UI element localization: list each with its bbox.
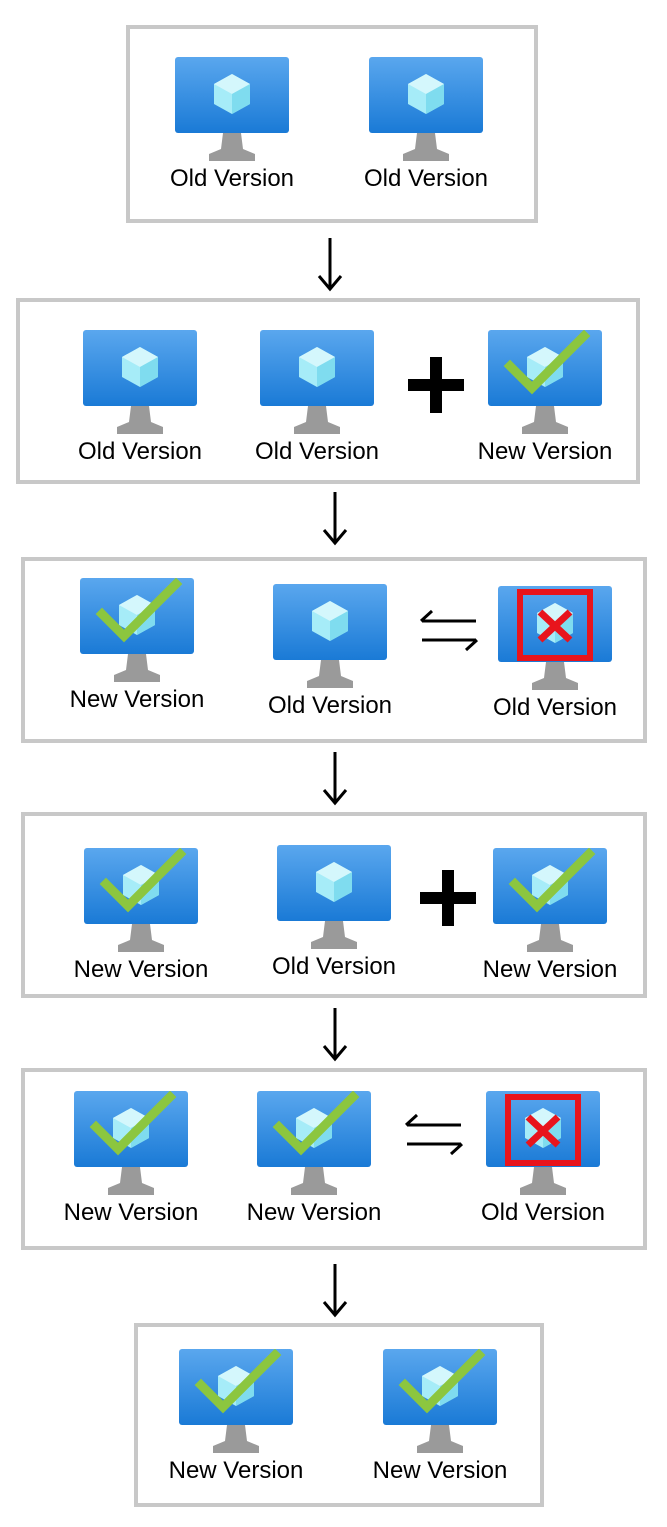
vm-label: Old Version [271,953,397,980]
vm-monitor-icon [74,1091,188,1195]
vm-stage6-1: New Version [156,1349,316,1499]
vm-label: New Version [372,1457,508,1484]
vm-label: New Version [73,956,209,983]
vm-stage3-2: Old Version [250,584,410,734]
down-arrow-icon [322,1264,348,1318]
down-arrow-icon [322,752,348,806]
vm-monitor-icon [83,330,197,434]
vm-monitor-icon [383,1349,497,1453]
vm-stage3-3: Old Version [475,586,635,736]
swap-arrows-icon [404,1113,464,1156]
vm-stage5-2: New Version [234,1091,394,1241]
vm-label: New Version [477,438,613,465]
vm-label: Old Version [492,694,618,721]
vm-stage6-2: New Version [360,1349,520,1499]
vm-stage4-3: New Version [470,848,630,998]
vm-label: New Version [246,1199,382,1226]
down-arrow-icon [322,492,348,546]
vm-label: New Version [63,1199,199,1226]
vm-label: Old Version [77,438,203,465]
vm-monitor-icon [175,57,289,161]
vm-monitor-icon [257,1091,371,1195]
vm-stage3-1: New Version [57,578,217,728]
vm-monitor-icon [493,848,607,952]
vm-label: Old Version [267,692,393,719]
vm-monitor-icon [260,330,374,434]
down-arrow-icon [322,1008,348,1062]
vm-stage5-3: Old Version [463,1091,623,1241]
down-arrow-icon [317,238,343,292]
vm-label: Old Version [254,438,380,465]
vm-label: Old Version [169,165,295,192]
vm-monitor-icon [277,845,391,949]
plus-icon [408,357,464,413]
vm-monitor-icon [488,330,602,434]
vm-stage1-1: Old Version [152,57,312,207]
vm-stage2-2: Old Version [237,330,397,480]
vm-monitor-icon [179,1349,293,1453]
vm-stage4-1: New Version [61,848,221,998]
vm-monitor-icon [498,586,612,690]
vm-monitor-icon [80,578,194,682]
plus-icon [420,870,476,926]
swap-arrows-icon [419,609,479,652]
vm-monitor-icon [273,584,387,688]
vm-monitor-icon [369,57,483,161]
vm-monitor-icon [486,1091,600,1195]
vm-stage2-1: Old Version [60,330,220,480]
vm-label: New Version [482,956,618,983]
vm-label: New Version [168,1457,304,1484]
vm-label: New Version [69,686,205,713]
vm-stage4-2: Old Version [254,845,414,995]
vm-stage2-3: New Version [465,330,625,480]
vm-monitor-icon [84,848,198,952]
vm-label: Old Version [363,165,489,192]
vm-label: Old Version [480,1199,606,1226]
vm-stage5-1: New Version [51,1091,211,1241]
vm-stage1-2: Old Version [346,57,506,207]
